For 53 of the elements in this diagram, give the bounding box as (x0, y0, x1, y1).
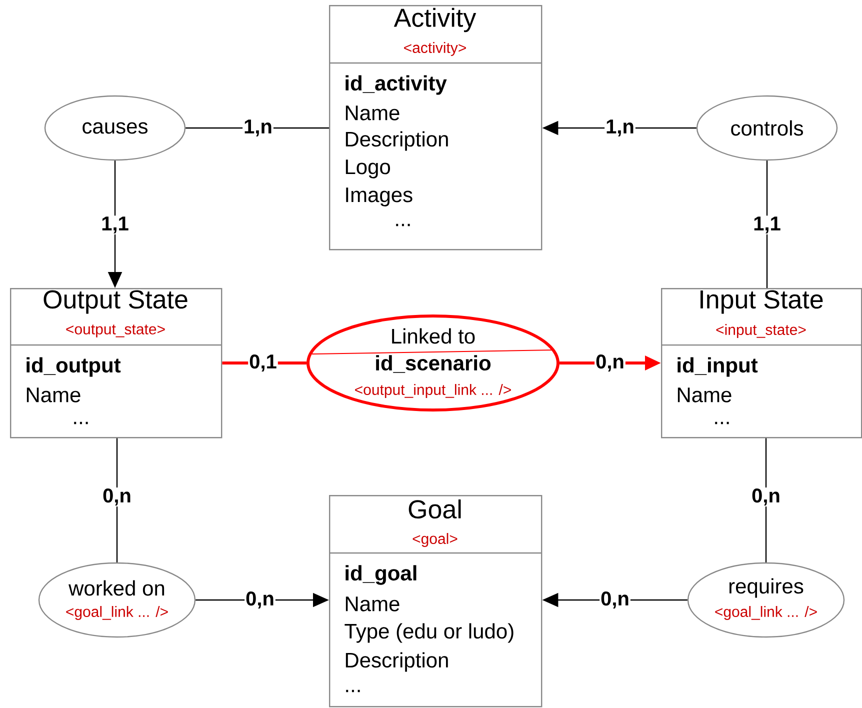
entity-tag: <output_state> (66, 324, 165, 338)
entity-box (661, 288, 862, 438)
relation-ellipse (38, 562, 196, 638)
edge-label: 0,n (244, 590, 276, 610)
attribute-text: Name (678, 388, 732, 402)
edge-label: 0,n (102, 487, 132, 507)
relation-ellipse (687, 562, 845, 638)
entity-box (329, 5, 542, 250)
entity-title: Goal (408, 499, 461, 519)
entity-box (329, 495, 542, 708)
relation-tag: <goal_link ... /> (715, 606, 817, 620)
edge-label: 0,n (600, 590, 630, 610)
relation-name: Linked to (392, 328, 475, 344)
key-attribute: id_output (26, 357, 121, 377)
relation-name: causes (82, 122, 148, 134)
attribute-text: Name (26, 388, 80, 402)
entity-title: Activity (394, 8, 476, 32)
relation-name: worked on (68, 580, 164, 596)
entity-title: Output State (44, 290, 188, 314)
attribute-text: ... (715, 422, 729, 424)
key-attribute: id_input (678, 357, 758, 377)
relation-tag: <output_input_link ... /> (355, 384, 511, 398)
attribute-text: Images (346, 188, 412, 206)
relation-name: requires (729, 578, 804, 598)
key-attribute: id_goal (346, 565, 416, 585)
entity-box (10, 288, 222, 438)
relation-tag: <goal_link ... /> (66, 606, 168, 620)
edge-label: 1,1 (752, 216, 782, 234)
attribute-text: Description (346, 131, 448, 151)
edge-label: 0,n (594, 353, 626, 373)
attribute-text: Name (346, 106, 400, 120)
attribute-text: Type (edu or ludo) (344, 623, 514, 643)
relation-ellipse (306, 314, 560, 412)
attribute-text: ... (74, 422, 88, 424)
attribute-text: Logo (346, 160, 390, 178)
relation-ellipse (44, 95, 186, 161)
edge-label: 1,n (242, 118, 274, 138)
relation-ellipse (696, 95, 838, 161)
attribute-text: Description (346, 652, 448, 672)
key-attribute: id_scenario (376, 355, 491, 373)
entity-tag: <activity> (404, 42, 466, 56)
entity-tag: <input_state> (716, 324, 806, 338)
edge-label: 1,n (604, 118, 636, 138)
relation-name: controls (731, 120, 803, 136)
edge-label: 1,1 (100, 216, 130, 234)
edge-label: 0,n (750, 487, 782, 507)
attribute-text: ... (396, 224, 410, 226)
entity-title: Input State (700, 290, 823, 314)
attribute-text: Name (346, 596, 400, 612)
edge-label: 0,1 (248, 353, 278, 373)
key-attribute: id_activity (346, 75, 447, 95)
attribute-text: ... (346, 690, 360, 692)
entity-tag: <goal> (412, 533, 458, 547)
